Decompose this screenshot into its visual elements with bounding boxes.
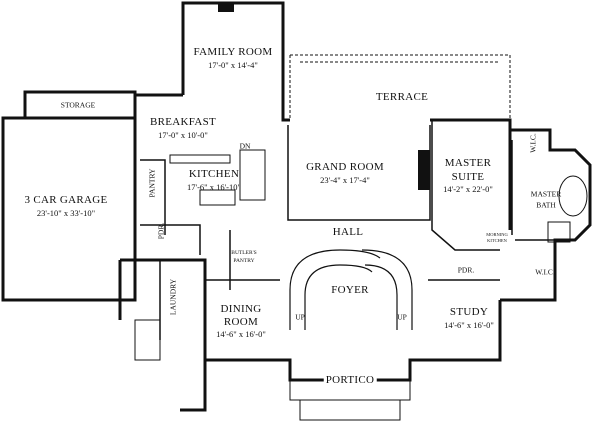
pdr-left-label: PDR. (156, 222, 166, 240)
family-room-size: 17'-0" x 14'-4" (208, 60, 258, 70)
terrace-label: TERRACE (375, 91, 429, 103)
kitchen-size: 17'-6" x 16'-10" (187, 182, 241, 192)
kitchen-counters (169, 149, 588, 243)
study-label: STUDY (449, 306, 489, 318)
master-suite-size: 14'-2" x 22'-0" (443, 184, 493, 194)
family-room-fireplace (218, 3, 234, 12)
pdr-right-label: PDR. (457, 265, 475, 275)
morning-kitchen-label-2: KITCHEN (487, 238, 507, 243)
storage-label: STORAGE (60, 100, 96, 110)
master-bath-label-2: BATH (536, 200, 556, 210)
portico-steps (134, 319, 411, 421)
stair-down-label: DN (239, 141, 251, 151)
master-suite-label-2: SUITE (451, 171, 485, 183)
kitchen-label: KITCHEN (188, 168, 240, 180)
garage-size: 23'-10" x 33'-10" (36, 208, 96, 218)
grand-room-size: 23'-4" x 17'-4" (320, 175, 370, 185)
exterior-walls (1, 1, 592, 412)
breakfast-size: 17'-0" x 10'-0" (158, 130, 208, 140)
wic-upper-label: W.I.C. (528, 133, 538, 153)
master-bath-label-1: MASTER (530, 189, 562, 199)
pantry-label: PANTRY (147, 168, 157, 198)
dining-room-size: 14'-6" x 16'-0" (216, 329, 266, 339)
garage-label: 3 CAR GARAGE (24, 194, 108, 206)
dining-room-label-1: DINING (220, 303, 262, 315)
stair-up-right-label: UP (397, 312, 407, 322)
curved-staircases (289, 249, 413, 330)
family-room-label: FAMILY ROOM (193, 46, 273, 58)
laundry-label: LAUNDRY (168, 278, 178, 316)
portico-label: PORTICO (323, 374, 377, 386)
fireplaces (218, 3, 430, 190)
study-size: 14'-6" x 16'-0" (444, 320, 494, 330)
stair-up-left-label: UP (295, 312, 305, 322)
foyer-label: FOYER (331, 284, 369, 296)
hall-label: HALL (332, 226, 364, 238)
butlers-pantry-label-1: BUTLER'S (231, 250, 257, 256)
terrace-outline (289, 54, 511, 120)
butlers-pantry-label-2: PANTRY (233, 258, 255, 264)
wic-lower-label: W.I.C. (535, 267, 555, 277)
morning-kitchen-label-1: MORNING (486, 232, 508, 237)
master-suite-label-1: MASTER (444, 157, 492, 169)
breakfast-label: BREAKFAST (149, 116, 217, 128)
grand-room-label: GRAND ROOM (306, 161, 384, 173)
dining-room-label-2: ROOM (223, 316, 259, 328)
grand-room-fireplace (418, 150, 430, 190)
